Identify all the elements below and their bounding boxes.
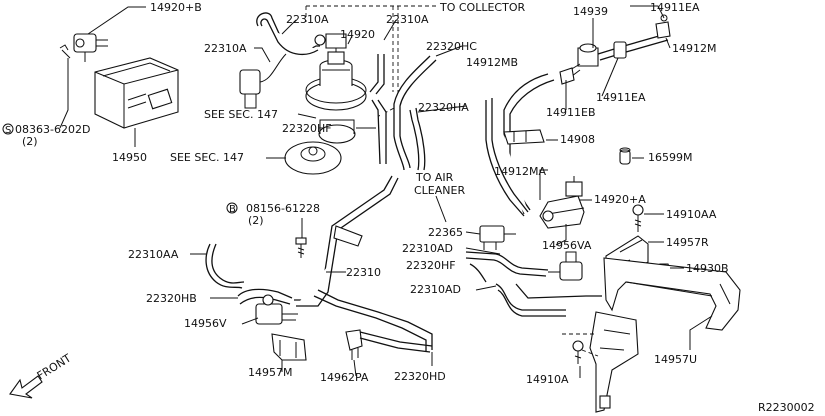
s-mark-icon — [2, 123, 14, 135]
callout-22310ad-1: 22310AD — [402, 242, 453, 255]
callout-08363-qty: (2) — [22, 135, 38, 148]
callout-14956v: 14956V — [184, 317, 227, 330]
b-mark-icon — [226, 202, 238, 214]
callout-22320hf-2: 22320HF — [406, 259, 456, 272]
valve-14956v — [237, 288, 298, 325]
callout-14930b: 14930B — [686, 262, 729, 275]
bracket-14957u — [603, 257, 741, 331]
purge-control-valve-14920 — [305, 33, 367, 111]
callout-14908: 14908 — [560, 133, 595, 146]
fitting-14939 — [569, 43, 599, 77]
evap-canister — [94, 57, 179, 129]
callout-08156: 08156-61228 — [246, 202, 320, 215]
sensor-22365 — [479, 225, 516, 250]
callout-22310a-2: 22310A — [386, 13, 429, 26]
bolt-14910a — [572, 340, 584, 364]
callout-22310ad-2: 22310AD — [410, 283, 461, 296]
callout-14939: 14939 — [573, 5, 608, 18]
callout-22310a-1: 22310A — [286, 13, 329, 26]
callout-14920a: 14920+A — [594, 193, 646, 206]
hose-14912mb — [485, 73, 555, 217]
callout-14920b: 14920+B — [150, 1, 202, 14]
s-mark: S — [5, 125, 11, 136]
callout-14962pa: 14962PA — [320, 371, 369, 384]
valve-14920a — [539, 176, 585, 229]
callout-22320hd: 22320HD — [394, 370, 446, 383]
callout-to-air: TO AIR — [415, 171, 454, 184]
hose-22320hc-hf-ha — [371, 55, 437, 171]
callout-14911ea-1: 14911EA — [650, 1, 700, 14]
front-label: FRONT — [35, 351, 74, 382]
callout-14957u: 14957U — [654, 353, 697, 366]
callout-08156-qty: (2) — [248, 214, 264, 227]
callout-14957m: 14957M — [248, 366, 292, 379]
callout-22365: 22365 — [428, 226, 463, 239]
clip-14911eb — [559, 67, 575, 85]
cap-16599m — [619, 147, 631, 165]
callout-22320hc: 22320HC — [426, 40, 477, 53]
callout-cleaner: CLEANER — [414, 184, 465, 197]
callout-14920: 14920 — [340, 28, 375, 41]
canister-valve-14920b — [73, 33, 108, 62]
callout-14910aa: 14910AA — [666, 208, 717, 221]
callout-22320hf-1: 22320HF — [282, 122, 332, 135]
bracket-bolt-08156 — [295, 237, 307, 258]
clip-14908 — [503, 129, 545, 145]
tube-22310 — [294, 175, 433, 352]
hose-22310ad — [465, 251, 602, 317]
callout-14956va: 14956VA — [542, 239, 592, 252]
reference-code: R2230002 — [758, 401, 815, 414]
callout-22320ha: 22320HA — [418, 101, 469, 114]
callout-14912mb: 14912MB — [466, 56, 518, 69]
callout-14910a: 14910A — [526, 373, 569, 386]
valve-14956va — [548, 251, 583, 281]
callout-22310aa: 22310AA — [128, 248, 179, 261]
callout-to-collector: TO COLLECTOR — [439, 1, 525, 14]
bracket-lower-arm — [589, 311, 639, 413]
callout-14912m: 14912M — [672, 42, 716, 55]
callout-see-sec-147-1: SEE SEC. 147 — [204, 108, 278, 121]
callout-see-sec-147-2: SEE SEC. 147 — [170, 151, 244, 164]
callout-16599m: 16599M — [648, 151, 692, 164]
callout-14950: 14950 — [112, 151, 147, 164]
b-mark: B — [229, 204, 236, 215]
front-arrow-icon — [9, 375, 43, 399]
callout-14911ea-2: 14911EA — [596, 91, 646, 104]
callout-14912ma: 14912MA — [494, 165, 546, 178]
callout-22310a-3: 22310A — [204, 42, 247, 55]
vacuum-diaphragm-lower — [284, 141, 342, 175]
callout-14957r: 14957R — [666, 236, 709, 249]
bolt-14910aa — [632, 204, 644, 232]
hose-22310a-upper — [239, 12, 385, 109]
callout-14911eb: 14911EB — [546, 106, 596, 119]
hose-22310aa — [205, 243, 245, 289]
callout-22310: 22310 — [346, 266, 381, 279]
bracket-14957m — [271, 333, 307, 361]
vacuum-diaphragm-upper — [318, 119, 356, 144]
callout-08363: 08363-6202D — [15, 123, 90, 136]
callout-22320hb: 22320HB — [146, 292, 197, 305]
clip-14962pa — [345, 329, 433, 360]
hose-14912m — [597, 14, 671, 61]
canister-screw-08363 — [59, 44, 71, 59]
